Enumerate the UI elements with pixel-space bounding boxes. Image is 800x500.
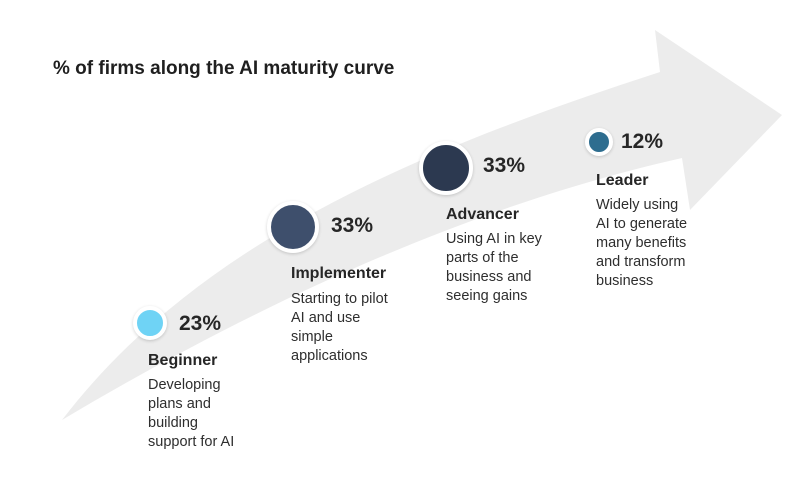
- beginner-percent: 23%: [179, 312, 222, 335]
- advancer-description: Using AI in key parts of the business an…: [446, 231, 542, 304]
- advancer-dot: [419, 141, 473, 195]
- implementer-description: Starting to pilot AI and use simple appl…: [291, 291, 388, 364]
- leader-description: Widely using AI to generate many benefit…: [596, 197, 688, 289]
- implementer-label: Implementer: [291, 265, 387, 282]
- implementer-dot: [267, 201, 319, 253]
- implementer-percent: 33%: [331, 214, 374, 237]
- leader-percent: 12%: [621, 130, 664, 153]
- leader-label: Leader: [596, 172, 649, 189]
- beginner-description: Developing plans and building support fo…: [148, 377, 235, 450]
- advancer-label: Advancer: [446, 206, 519, 223]
- diagram-title: % of firms along the AI maturity curve: [53, 58, 395, 79]
- arrow-shape: [62, 30, 782, 420]
- advancer-percent: 33%: [483, 154, 526, 177]
- beginner-label: Beginner: [148, 352, 218, 369]
- leader-dot: [585, 128, 613, 156]
- beginner-dot: [133, 306, 167, 340]
